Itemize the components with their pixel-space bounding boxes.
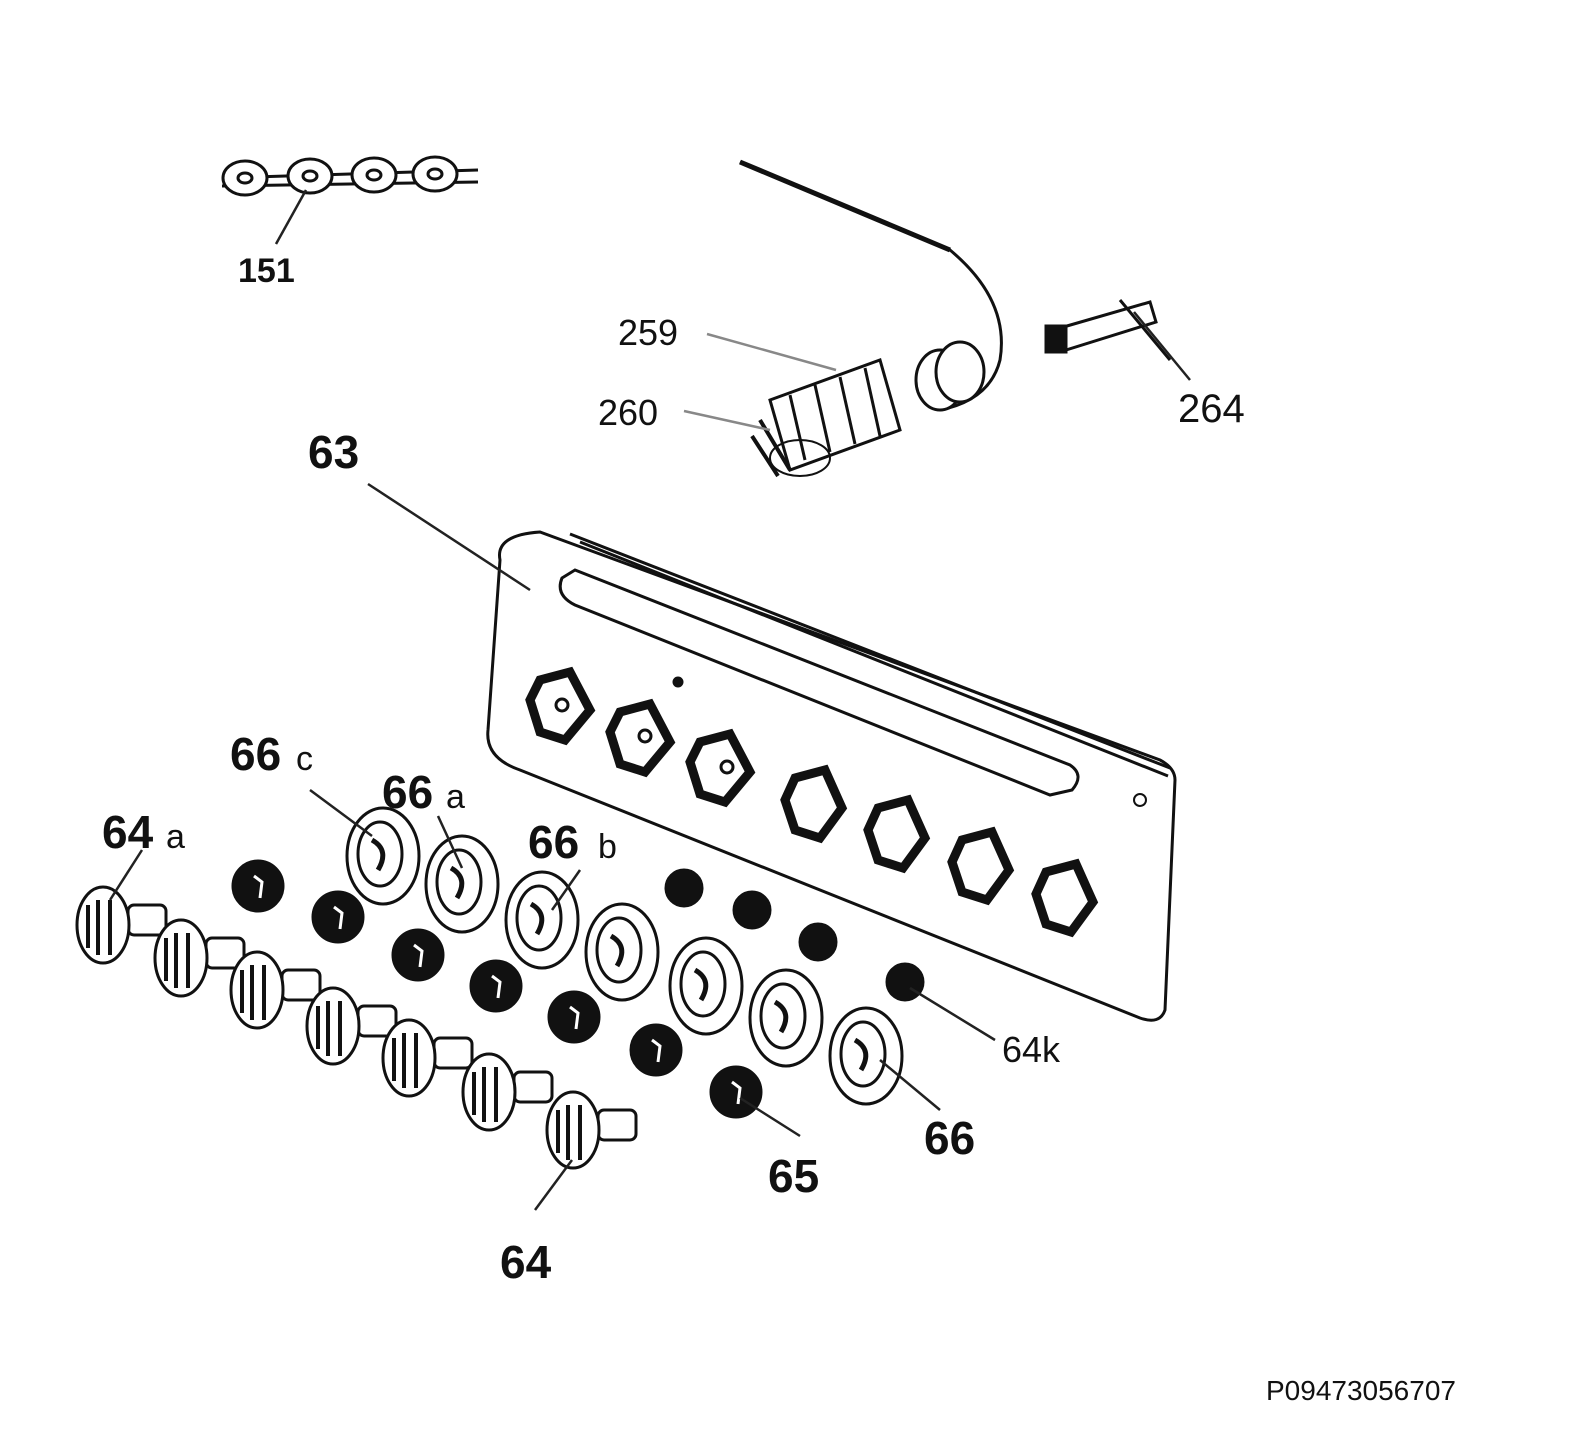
callout-259: 259 xyxy=(618,312,678,353)
callout-264: 264 xyxy=(1178,387,1245,431)
knob-64-6 xyxy=(461,1052,554,1132)
knob-64-7 xyxy=(545,1090,638,1170)
leader-264 xyxy=(1133,311,1191,381)
leader-63 xyxy=(367,482,531,592)
callout-66: 66 xyxy=(924,1112,975,1164)
part-66-rings xyxy=(345,806,904,1106)
leader-64 xyxy=(533,1159,574,1211)
knob-64-4 xyxy=(305,986,398,1066)
leader-259 xyxy=(706,332,837,372)
leader-64k xyxy=(909,986,996,1042)
ring-66a xyxy=(424,834,500,934)
knob-64a xyxy=(75,885,168,965)
part-65-knob-inserts xyxy=(231,859,763,1119)
leader-66b xyxy=(550,869,582,911)
callout-66a-suffix: a xyxy=(446,778,465,816)
part-65-insert-marks xyxy=(253,874,742,1105)
callout-66b-number: 66 xyxy=(528,816,579,868)
callout-66c-suffix: c xyxy=(296,740,313,778)
leader-66 xyxy=(879,1059,941,1111)
knob-64-3 xyxy=(229,950,322,1030)
ring-66-7 xyxy=(828,1006,904,1106)
leader-66c xyxy=(309,788,373,838)
callout-66a-number: 66 xyxy=(382,766,433,818)
knob-64-5 xyxy=(381,1018,474,1098)
callout-151: 151 xyxy=(238,252,295,290)
leader-151 xyxy=(274,189,308,245)
callout-63: 63 xyxy=(308,426,359,478)
ring-66-6 xyxy=(748,968,824,1068)
callout-64: 64 xyxy=(500,1236,552,1288)
ring-66-4 xyxy=(584,902,660,1002)
leader-260 xyxy=(683,409,771,432)
callout-64a-number: 64 xyxy=(102,806,154,858)
part-259-260-switch-assembly xyxy=(739,159,1003,478)
ring-66-5 xyxy=(668,936,744,1036)
leader-64a xyxy=(108,849,144,901)
drawing-code: P09473056707 xyxy=(1266,1375,1456,1406)
leader-66a xyxy=(436,815,464,869)
callout-66b-suffix: b xyxy=(598,828,617,866)
part-63-control-panel xyxy=(486,530,1177,1022)
callout-65: 65 xyxy=(768,1150,819,1202)
part-64k-bushes xyxy=(664,868,925,1002)
callout-260: 260 xyxy=(598,392,658,433)
callout-66c-number: 66 xyxy=(230,728,281,780)
callout-64a-suffix: a xyxy=(166,818,185,856)
ring-66b xyxy=(504,870,580,970)
knob-64-2 xyxy=(153,918,246,998)
callout-64k: 64k xyxy=(1002,1029,1061,1070)
leader-65 xyxy=(739,1096,801,1138)
part-151-washer-chain xyxy=(221,155,479,197)
ring-66c xyxy=(345,806,421,906)
part-64-knobs xyxy=(75,885,638,1170)
part-264-screw xyxy=(1044,299,1172,361)
